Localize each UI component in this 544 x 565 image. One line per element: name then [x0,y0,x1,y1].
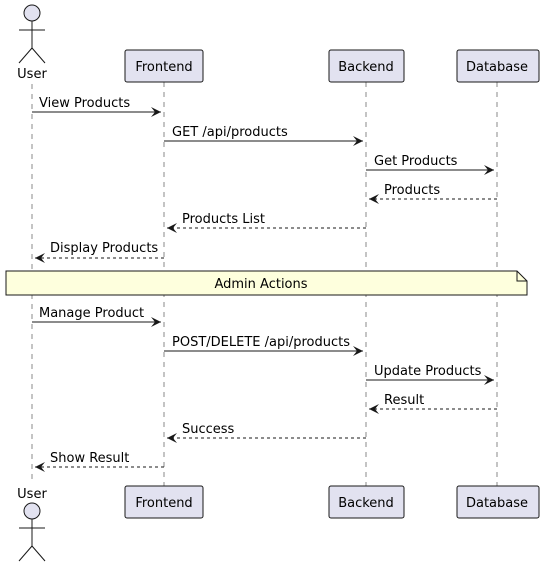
message-label: Result [384,393,424,408]
participant-database-bottom: Database [456,485,540,519]
message-label: Display Products [50,241,158,256]
participants-top: User Frontend Backend Database [17,4,540,83]
message-label: POST/DELETE /api/products [172,335,350,350]
participant-label-database: Database [466,60,528,75]
message-post-delete-api-products: POST/DELETE /api/products [164,335,363,356]
participant-frontend-bottom: Frontend [124,485,204,519]
actor-user-bottom: User [17,487,47,562]
message-label: Show Result [50,451,129,466]
participant-backend-bottom: Backend [328,485,405,519]
note-admin-actions: Admin Actions [5,270,528,296]
actor-icon [18,502,46,562]
message-get-products: Get Products [366,154,494,175]
message-label: Success [182,422,235,437]
participant-label-frontend: Frontend [135,496,192,511]
message-view-products: View Products [32,96,161,117]
message-label: Products List [182,212,265,227]
actor-user-top: User [17,4,47,82]
note-label: Admin Actions [214,277,307,292]
participant-frontend-top: Frontend [124,49,204,83]
message-success: Success [167,422,366,443]
participant-label-backend: Backend [338,496,394,511]
participant-label-backend: Backend [338,60,394,75]
message-products-list: Products List [167,212,366,233]
participant-backend-top: Backend [328,49,405,83]
participant-label-user: User [17,67,47,82]
message-display-products: Display Products [35,241,164,263]
message-label: Update Products [374,364,482,379]
participant-label-database: Database [466,496,528,511]
message-result-return: Result [369,393,497,414]
message-label: Products [384,183,440,198]
messages: View Products GET /api/products Get Prod… [5,96,528,472]
participant-label-user: User [17,487,47,502]
message-label: Get Products [374,154,458,169]
message-show-result: Show Result [35,451,164,472]
actor-icon [18,4,46,64]
message-label: Manage Product [39,306,144,321]
participant-label-frontend: Frontend [135,60,192,75]
participants-bottom: User Frontend Backend Database [17,485,540,562]
message-label: GET /api/products [172,125,288,140]
message-manage-product: Manage Product [32,306,161,327]
message-get-api-products: GET /api/products [164,125,363,146]
participant-database-top: Database [456,49,540,83]
message-label: View Products [39,96,130,111]
message-products-return: Products [369,183,497,204]
message-update-products: Update Products [366,364,494,385]
